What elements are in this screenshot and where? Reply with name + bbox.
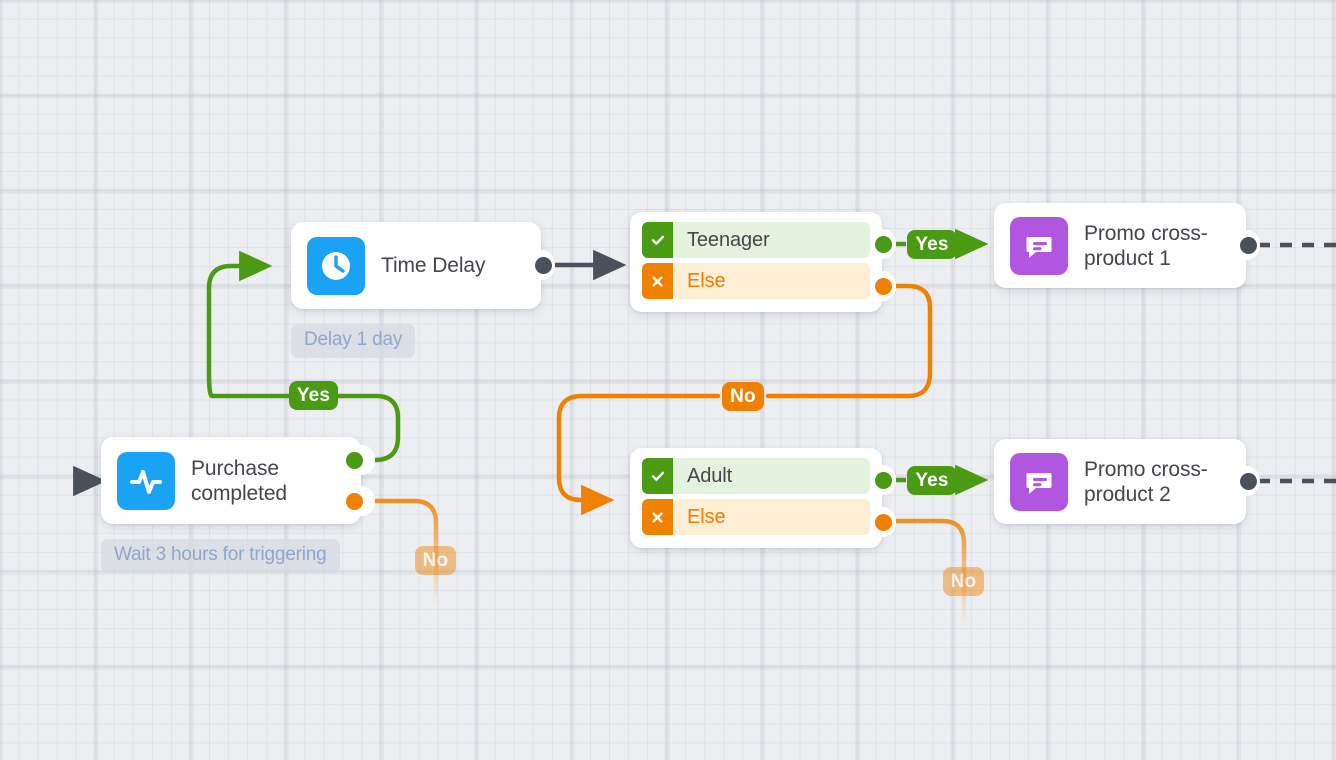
port-promo2-out[interactable]: [1240, 473, 1257, 490]
edge-badge-yes-adult[interactable]: Yes: [907, 466, 957, 495]
port-adult-yes[interactable]: [875, 472, 892, 489]
port-adult-no[interactable]: [875, 514, 892, 531]
node-promo-cross-product-2[interactable]: Promo cross- product 2: [994, 439, 1246, 524]
node-title: Time Delay: [381, 254, 486, 277]
condition-label: Teenager: [687, 228, 770, 251]
condition-label: Else: [687, 269, 726, 292]
edge-badge-no-teenager[interactable]: No: [722, 382, 764, 411]
condition-row-teenager[interactable]: Teenager: [642, 222, 870, 258]
node-condition-teenager[interactable]: Teenager Else: [630, 212, 882, 312]
edge-badge-no-adult[interactable]: No: [943, 567, 984, 596]
cross-icon: [642, 499, 673, 535]
port-teenager-no[interactable]: [875, 278, 892, 295]
node-condition-adult[interactable]: Adult Else: [630, 448, 882, 548]
node-purchase-completed[interactable]: Purchase completed: [101, 437, 361, 524]
port-purchase-no[interactable]: [346, 493, 363, 510]
node-title-line-2: product 2: [1084, 482, 1171, 506]
port-purchase-yes[interactable]: [346, 452, 363, 469]
port-time-delay-out[interactable]: [535, 257, 552, 274]
edge-badge-yes-loopback[interactable]: Yes: [289, 381, 338, 410]
condition-row-else[interactable]: Else: [642, 499, 870, 535]
node-title-line-1: Promo cross-: [1084, 457, 1208, 481]
message-icon: [1010, 216, 1068, 275]
node-title-line-2: completed: [191, 481, 287, 505]
edge-badge-no-purchase[interactable]: No: [415, 546, 456, 575]
check-icon: [642, 458, 673, 494]
condition-row-else[interactable]: Else: [642, 263, 870, 299]
check-icon: [642, 222, 673, 258]
node-title-line-1: Promo cross-: [1084, 221, 1208, 245]
port-promo1-out[interactable]: [1240, 237, 1257, 254]
message-icon: [1010, 452, 1068, 511]
node-title: Promo cross- product 2: [1084, 457, 1208, 507]
condition-row-adult[interactable]: Adult: [642, 458, 870, 494]
sublabel-purchase-completed: Wait 3 hours for triggering: [101, 539, 340, 573]
sublabel-time-delay: Delay 1 day: [291, 324, 416, 358]
node-title: Purchase completed: [191, 456, 287, 506]
port-teenager-yes[interactable]: [875, 236, 892, 253]
node-title-line-2: product 1: [1084, 246, 1171, 270]
pulse-icon: [117, 451, 175, 510]
condition-label: Else: [687, 505, 726, 528]
cross-icon: [642, 263, 673, 299]
node-promo-cross-product-1[interactable]: Promo cross- product 1: [994, 203, 1246, 288]
condition-label: Adult: [687, 464, 733, 487]
node-title: Promo cross- product 1: [1084, 221, 1208, 271]
clock-icon: [307, 236, 365, 295]
node-title-line-1: Purchase: [191, 456, 279, 480]
edge-badge-yes-teenager[interactable]: Yes: [907, 230, 957, 259]
node-time-delay[interactable]: Time Delay: [291, 222, 541, 309]
